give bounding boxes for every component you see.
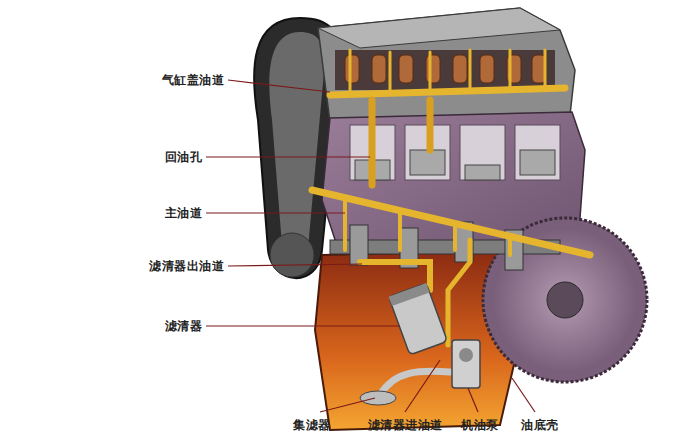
belt-inner: [269, 32, 324, 263]
return-holes: [372, 100, 430, 185]
cylinders: [350, 125, 560, 180]
pickup-line: [380, 371, 450, 395]
pistons: [355, 150, 555, 180]
oil-passages: [312, 50, 590, 395]
leader-lines: [206, 80, 535, 412]
main-gallery: [312, 190, 590, 255]
flywheel-rim: [483, 218, 647, 382]
camshaft-bay: [335, 50, 555, 90]
part-label: 回油孔: [165, 150, 203, 164]
flywheel-hub: [547, 282, 583, 318]
crankshaft: [270, 222, 560, 277]
head-top: [318, 8, 560, 48]
cam-lobes: [345, 55, 546, 83]
part-label: 集滤器: [293, 418, 331, 432]
head-gallery: [330, 88, 565, 95]
oil-strainer: [360, 391, 396, 405]
part-label: 滤清器: [165, 319, 203, 333]
filter-inlet: [448, 240, 470, 345]
cylinder-head: [318, 8, 575, 122]
part-label: 气缸盖油道: [162, 73, 225, 87]
part-label: 滤清器出油道: [149, 259, 224, 273]
part-label: 主油道: [165, 206, 203, 220]
part-label: 油底壳: [521, 418, 559, 432]
part-label: 机油泵: [461, 418, 499, 432]
oil-filter: [389, 283, 448, 355]
part-label: 滤清器进油道: [368, 418, 443, 432]
head-cover: [318, 8, 575, 122]
head-feeds: [350, 50, 545, 95]
oil-pump: [452, 340, 480, 388]
flywheel: [483, 218, 647, 382]
risers: [345, 198, 510, 255]
